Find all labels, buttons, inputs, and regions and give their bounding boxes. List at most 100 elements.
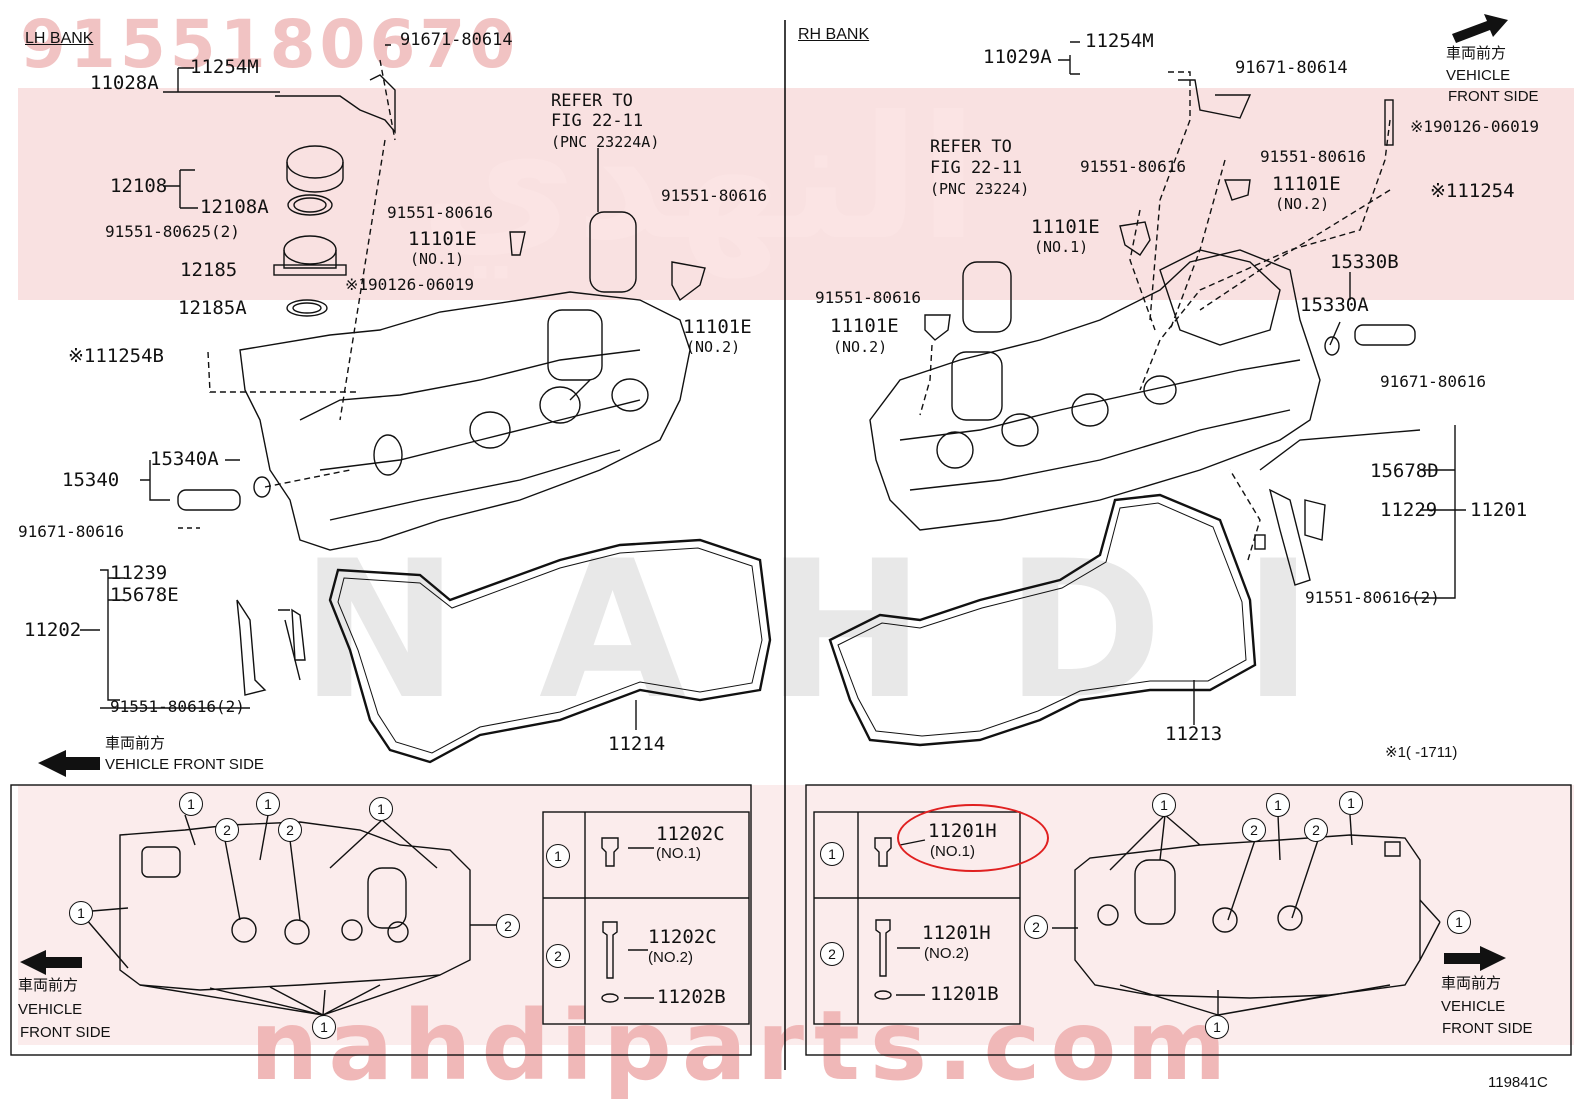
- refer-line-2: FIG 22-11: [551, 111, 644, 131]
- watermark-arabic-logo: النهدي: [420, 80, 978, 278]
- part-11101e-no1: 11101E: [1031, 216, 1100, 238]
- part-11214: 11214: [608, 733, 666, 755]
- lh-bolt-mark: 1: [369, 797, 393, 821]
- lh-bottom-direction-en1: VEHICLE: [18, 1001, 83, 1018]
- lh-table-row1-number: 1: [546, 844, 570, 868]
- part-11254m: 11254M: [190, 56, 259, 78]
- part-91551-80616: 91551-80616: [815, 288, 921, 307]
- part-12185: 12185: [180, 259, 238, 281]
- part-91551-80616: 91551-80616: [1080, 157, 1186, 176]
- rh-bolt-mark: 1: [1266, 793, 1290, 817]
- part-91671-80614: 91671-80614: [1235, 58, 1348, 78]
- part-11101e-no2: 11101E: [1272, 173, 1341, 195]
- part-12185a: 12185A: [178, 297, 247, 319]
- part-91551-80616: 91551-80616: [1260, 147, 1366, 166]
- part-11101e-no2-sub: (NO.2): [833, 338, 888, 356]
- rh-bolt-mark: 1: [1152, 793, 1176, 817]
- part-11101e-no2-sub: (NO.2): [686, 338, 741, 356]
- part-190126-06019: ※190126-06019: [1410, 117, 1539, 136]
- watermark-part-number: 9155180670: [20, 6, 520, 83]
- lh-bolt-mark: 1: [256, 792, 280, 816]
- rh-bolt-mark: 1: [1339, 791, 1363, 815]
- part-11028a: 11028A: [90, 72, 159, 94]
- lh-bolt-mark: 2: [278, 818, 302, 842]
- rh-bolt-mark: 1: [1205, 1015, 1229, 1039]
- part-11101e-no2: 11101E: [830, 315, 899, 337]
- part-15340: 15340: [62, 469, 120, 491]
- rh-bottom-direction-en2: FRONT SIDE: [1442, 1020, 1533, 1037]
- part-12108a: 12108A: [200, 196, 269, 218]
- part-11254: ※111254: [1430, 180, 1515, 202]
- lh-bolt-mark: 1: [179, 792, 203, 816]
- part-12108: 12108: [110, 175, 168, 197]
- part-11254m: 11254M: [1085, 30, 1154, 52]
- lh-bolt-mark: 2: [215, 818, 239, 842]
- rh-bolt-mark: 2: [1242, 818, 1266, 842]
- part-11202: 11202: [24, 619, 82, 641]
- part-91551-80616: 91551-80616: [387, 203, 493, 222]
- part-11029a: 11029A: [983, 46, 1052, 68]
- lh-bank-title: LH BANK: [25, 30, 94, 47]
- footnote: ※1( -1711): [1385, 744, 1458, 761]
- part-15330b: 15330B: [1330, 251, 1399, 273]
- lh-direction-en: VEHICLE FRONT SIDE: [105, 756, 264, 773]
- part-15330a: 15330A: [1300, 294, 1369, 316]
- rh-table-row2-sub: (NO.2): [924, 945, 969, 962]
- rh-bottom-direction-jp: 車両前方: [1441, 975, 1502, 992]
- part-11213: 11213: [1165, 723, 1223, 745]
- part-91671-80616: 91671-80616: [1380, 372, 1486, 391]
- lh-bolt-mark: 1: [69, 901, 93, 925]
- part-15340a: 15340A: [150, 448, 219, 470]
- rh-bank-title: RH BANK: [798, 26, 870, 43]
- part-91551-80625: 91551-80625(2): [105, 222, 240, 241]
- lh-table-row1-sub: (NO.1): [656, 845, 701, 862]
- watermark-site: nahdiparts.com: [250, 990, 1237, 1099]
- part-91551-80616-2: 91551-80616(2): [1305, 588, 1440, 607]
- rh-direction-en1: VEHICLE: [1446, 67, 1511, 84]
- part-15678d: 15678D: [1370, 460, 1439, 482]
- lh-table-row2-number: 2: [546, 944, 570, 968]
- part-11101e-no1: 11101E: [408, 228, 477, 250]
- part-190126-06019: ※190126-06019: [345, 275, 474, 294]
- lh-table-row2-sub: (NO.2): [648, 949, 693, 966]
- rh-table-row2-part: 11201H: [922, 922, 991, 944]
- rh-direction-jp: 車両前方: [1446, 45, 1507, 62]
- figure-code: 119841C: [1488, 1074, 1548, 1091]
- part-11239: 11239: [110, 562, 168, 584]
- rh-table-row2-number: 2: [820, 942, 844, 966]
- refer-line-2: FIG 22-11: [930, 158, 1023, 178]
- part-11201: 11201: [1470, 499, 1528, 521]
- rh-bolt-mark: 2: [1304, 818, 1328, 842]
- highlight-ring: [897, 804, 1049, 872]
- part-11101e-no2-sub: (NO.2): [1275, 195, 1330, 213]
- part-11101e-no1-sub: (NO.1): [410, 250, 465, 268]
- lh-table-row2-part: 11202C: [648, 926, 717, 948]
- part-11254b: ※111254B: [68, 345, 164, 367]
- refer-line-1: REFER TO: [930, 137, 1012, 157]
- part-15678e: 15678E: [110, 584, 179, 606]
- lh-table-row1-part: 11202C: [656, 823, 725, 845]
- lh-table-row2-extra: 11202B: [657, 986, 726, 1008]
- rh-bolt-mark: 1: [1447, 910, 1471, 934]
- rh-direction-en2: FRONT SIDE: [1448, 88, 1539, 105]
- rh-table-row2-extra: 11201B: [930, 983, 999, 1005]
- refer-line-3: (PNC 23224A): [551, 133, 660, 151]
- part-91671-80616: 91671-80616: [18, 522, 124, 541]
- rh-bolt-mark: 2: [1024, 915, 1048, 939]
- part-11229: 11229: [1380, 499, 1438, 521]
- rh-bottom-direction-en1: VEHICLE: [1441, 998, 1506, 1015]
- rh-table-row1-number: 1: [820, 842, 844, 866]
- watermark-logo: NAHDI: [300, 520, 1394, 741]
- refer-line-3: (PNC 23224): [930, 180, 1030, 198]
- part-91671-80614: 91671-80614: [400, 30, 513, 50]
- part-91551-80616: 91551-80616: [661, 186, 767, 205]
- part-91551-80616-2: 91551-80616(2): [110, 697, 245, 716]
- lh-bottom-direction-en2: FRONT SIDE: [20, 1024, 111, 1041]
- lh-bottom-direction-jp: 車両前方: [18, 977, 79, 994]
- lh-bolt-mark: 2: [496, 914, 520, 938]
- lh-direction-jp: 車両前方: [105, 735, 166, 752]
- part-11101e-no1-sub: (NO.1): [1034, 238, 1089, 256]
- part-11101e-no2: 11101E: [683, 316, 752, 338]
